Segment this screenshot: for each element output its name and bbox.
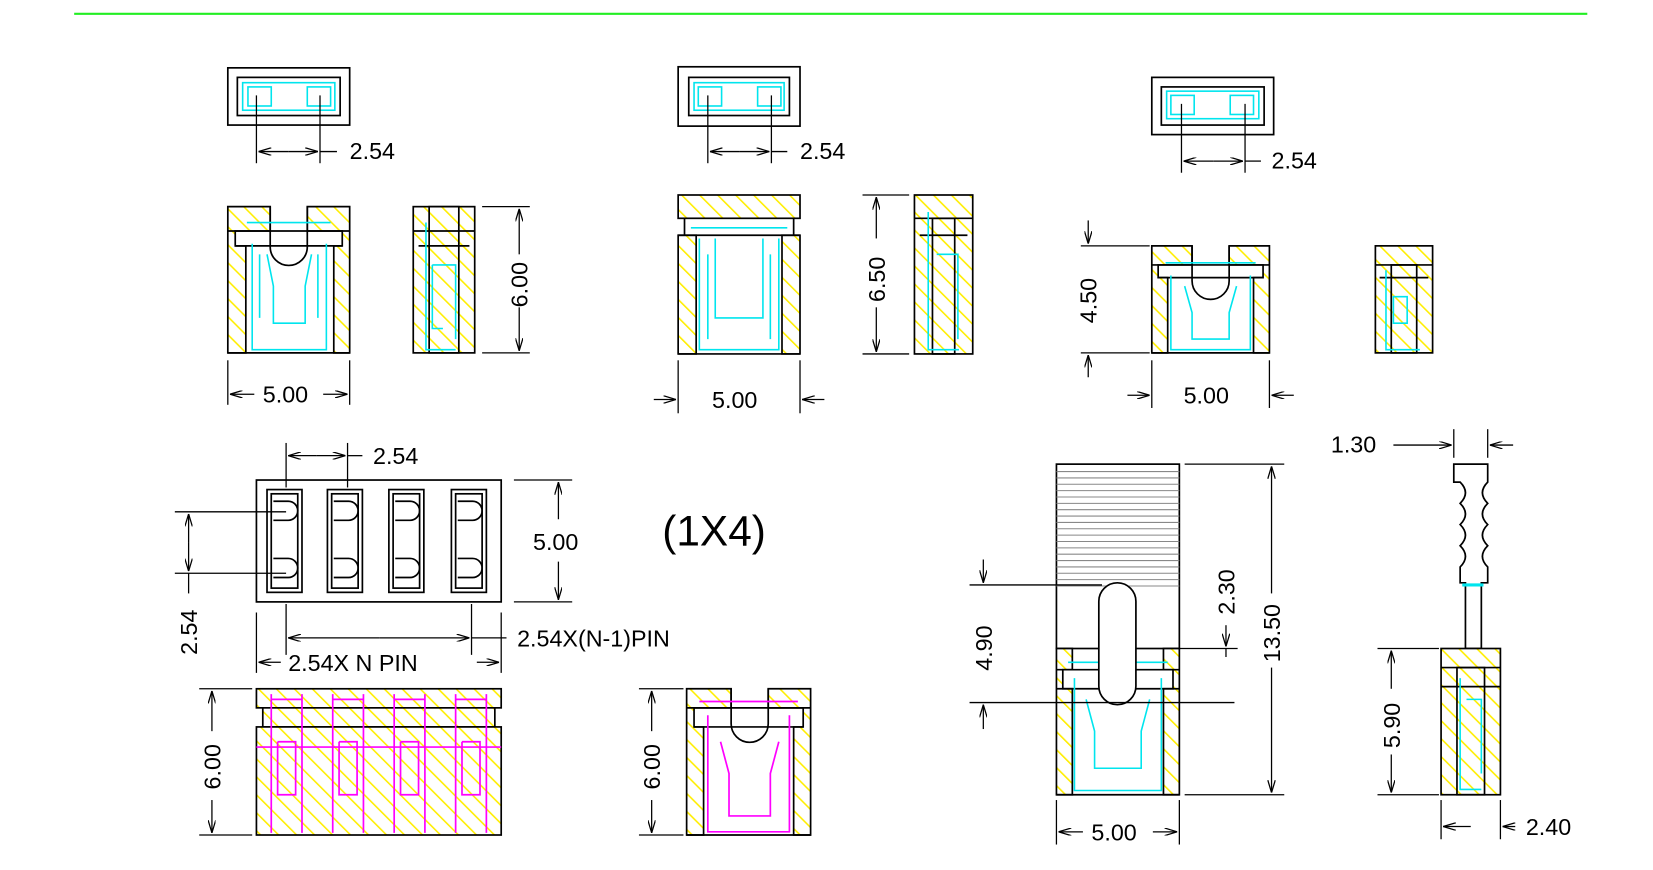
handle-slot-label: 4.90 bbox=[971, 625, 997, 670]
jumper-a-front-view bbox=[226, 205, 351, 354]
header-single-front-view: 6.00 bbox=[638, 687, 812, 836]
header-depth-label: 5.00 bbox=[533, 529, 578, 555]
handle-width-label: 5.00 bbox=[1091, 819, 1136, 845]
jumper-a-width-dimension: 5.00 bbox=[227, 360, 351, 408]
jumper-b-height-label: 6.50 bbox=[864, 257, 890, 302]
jumper-c-height-dimension: 4.50 bbox=[1076, 220, 1150, 378]
jumper-a-pitch-label: 2.54 bbox=[350, 138, 395, 164]
handle-jumper-front-view: 4.90 2.30 13.50 5.00 bbox=[969, 463, 1285, 845]
header-title: (1X4) bbox=[662, 508, 766, 555]
header-front-height-label: 6.00 bbox=[199, 744, 225, 789]
handle-total-height-label: 13.50 bbox=[1259, 604, 1285, 662]
header-span-label: 2.54X(N-1)PIN bbox=[517, 625, 670, 651]
jumper-c-pitch-label: 2.54 bbox=[1272, 148, 1317, 174]
jumper-a-width-label: 5.00 bbox=[263, 382, 308, 408]
jumper-c-height-label: 4.50 bbox=[1076, 278, 1102, 323]
header-pitch-label: 2.54 bbox=[373, 443, 418, 469]
header-1x4-front-view: 6.00 bbox=[199, 687, 503, 836]
handle-tip-label: 1.30 bbox=[1331, 431, 1376, 457]
jumper-c-side-view bbox=[1374, 245, 1434, 354]
header-1x4-top-view: 2.54 2.54 5.00 2.54X(N-1)PIN 2.54X N PIN bbox=[174, 442, 670, 676]
handle-offset-label: 2.30 bbox=[1213, 569, 1239, 614]
jumper-c-width-label: 5.00 bbox=[1184, 383, 1229, 409]
header-single-height-label: 6.00 bbox=[639, 744, 665, 789]
jumper-b-width-dimension: 5.00 bbox=[653, 360, 825, 414]
jumper-a-height-label: 6.00 bbox=[507, 262, 533, 307]
jumper-c-front-view bbox=[1150, 245, 1271, 354]
handle-body-height-label: 5.90 bbox=[1379, 703, 1405, 748]
header-row-pitch-label: 2.54 bbox=[176, 609, 202, 654]
handle-body-width-label: 2.40 bbox=[1526, 814, 1571, 840]
jumper-b-width-label: 5.00 bbox=[712, 387, 757, 413]
jumper-a-top-view: 2.54 bbox=[226, 66, 395, 164]
jumper-b-front-view bbox=[677, 194, 801, 355]
jumper-b-top-view: 2.54 bbox=[677, 65, 845, 164]
jumper-c-width-dimension: 5.00 bbox=[1127, 360, 1294, 409]
jumper-b-pitch-label: 2.54 bbox=[800, 138, 845, 164]
jumper-c-top-view: 2.54 bbox=[1150, 76, 1317, 174]
handle-jumper-side-view: 1.30 5.90 2.40 bbox=[1331, 429, 1571, 840]
jumper-a-side-view: 6.00 bbox=[412, 205, 533, 354]
header-total-label: 2.54X N PIN bbox=[288, 650, 418, 676]
jumper-b-side-view: 6.50 bbox=[862, 194, 974, 355]
